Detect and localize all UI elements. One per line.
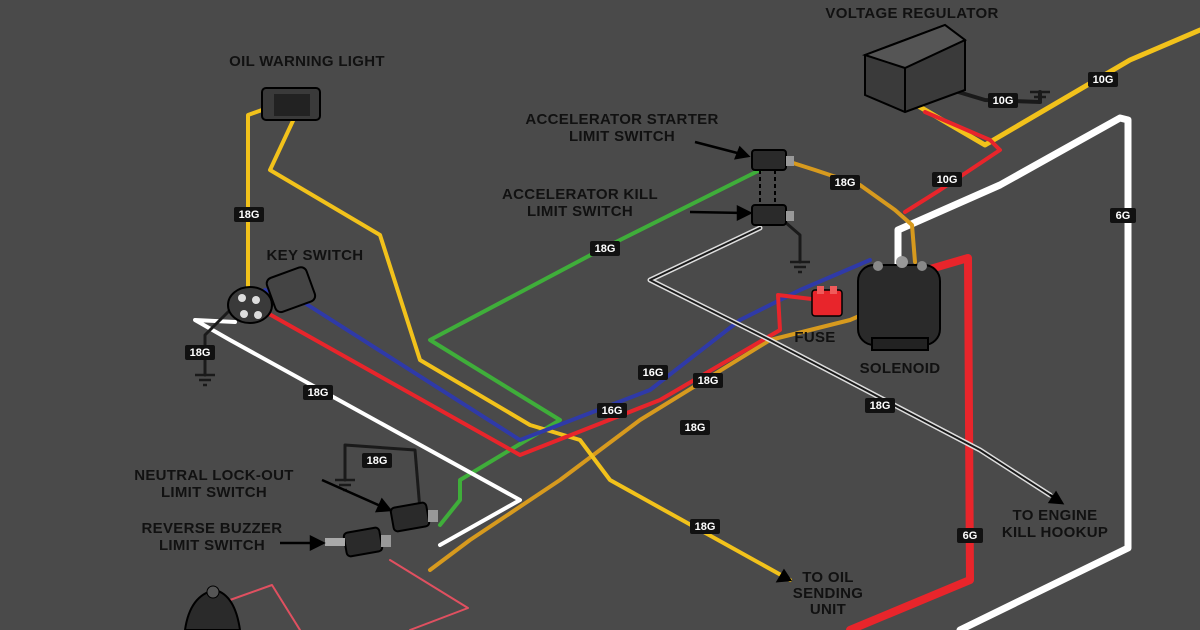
gauge-tag: 16G: [597, 403, 627, 418]
svg-text:18G: 18G: [239, 209, 260, 221]
svg-text:16G: 16G: [643, 367, 664, 379]
voltage-regulator: [861, 23, 967, 114]
label-accel-kill-1: ACCELERATOR KILL: [502, 186, 658, 203]
svg-text:18G: 18G: [835, 177, 856, 189]
gauge-tag: 10G: [932, 172, 962, 187]
neutral-lockout-limit-switch: [389, 501, 438, 533]
accelerator-kill-limit-switch: [751, 170, 794, 226]
ground-symbol: [195, 373, 215, 387]
label-oil-warning-light: OIL WARNING LIGHT: [229, 53, 385, 70]
svg-text:18G: 18G: [698, 375, 719, 387]
wire-black-neutral-ground: [343, 443, 422, 512]
wire-white-18g: [193, 318, 522, 547]
gauge-tag: 18G: [830, 175, 860, 190]
svg-text:16G: 16G: [602, 405, 623, 417]
gauge-tag: 18G: [590, 241, 620, 256]
label-engine-kill-1: TO ENGINE: [1013, 507, 1098, 524]
wire-orange-18g-starter: [788, 160, 917, 264]
wire-orange-18g-long: [428, 288, 922, 572]
label-key-switch: KEY SWITCH: [267, 247, 364, 264]
reverse-buzzer-limit-switch: [325, 526, 391, 558]
wire-yellow-18g-key: [246, 108, 264, 292]
gauge-tag: 6G: [1110, 208, 1136, 223]
fuse: [811, 286, 843, 317]
solenoid: [857, 256, 941, 351]
svg-text:18G: 18G: [308, 387, 329, 399]
wire-black-kill-ground: [783, 220, 802, 264]
wire-red-10g-regulator: [903, 110, 1002, 214]
gauge-tag: 16G: [638, 365, 668, 380]
label-accel-starter-1: ACCELERATOR STARTER: [525, 111, 718, 128]
label-accel-kill-2: LIMIT SWITCH: [527, 203, 633, 220]
gauge-tag: 18G: [185, 345, 215, 360]
gauge-tag: 6G: [957, 528, 983, 543]
gauge-tag: 10G: [1088, 72, 1118, 87]
wire-green-18g: [428, 168, 762, 527]
label-oil-sending-2: SENDING: [793, 585, 863, 602]
svg-text:10G: 10G: [937, 174, 958, 186]
label-reverse-2: LIMIT SWITCH: [159, 537, 265, 554]
svg-text:10G: 10G: [993, 95, 1014, 107]
label-fuse: FUSE: [794, 329, 835, 346]
wire-blue-16g: [263, 258, 872, 442]
wire-black-keyswitch-ground: [203, 303, 237, 377]
buzzer-partial: [183, 585, 242, 630]
wire-red-16g: [260, 293, 822, 457]
svg-text:18G: 18G: [870, 400, 891, 412]
gauge-tag: 18G: [690, 519, 720, 534]
label-reverse-1: REVERSE BUZZER: [142, 520, 283, 537]
wire-red-6g: [846, 254, 974, 630]
svg-text:6G: 6G: [1116, 210, 1131, 222]
label-neutral-2: LIMIT SWITCH: [161, 484, 267, 501]
label-voltage-regulator: VOLTAGE REGULATOR: [825, 5, 998, 22]
svg-text:18G: 18G: [685, 422, 706, 434]
label-solenoid: SOLENOID: [860, 360, 941, 377]
label-neutral-1: NEUTRAL LOCK-OUT: [134, 467, 294, 484]
wire-white-6g: [894, 114, 1132, 630]
svg-text:10G: 10G: [1093, 74, 1114, 86]
svg-text:18G: 18G: [367, 455, 388, 467]
pointer-arrows: [280, 140, 1065, 583]
gauge-tag: 18G: [865, 398, 895, 413]
gauge-tag: 18G: [303, 385, 333, 400]
svg-text:18G: 18G: [595, 243, 616, 255]
label-oil-sending-1: TO OIL: [802, 569, 854, 586]
gauge-tag: 10G: [988, 93, 1018, 108]
gauge-tag: 18G: [234, 207, 264, 222]
svg-text:18G: 18G: [190, 347, 211, 359]
oil-warning-light: [261, 87, 321, 121]
wire-pink-reverse: [389, 559, 469, 630]
ground-symbol: [790, 260, 810, 274]
gauge-tag: 18G: [693, 373, 723, 388]
accelerator-starter-limit-switch: [751, 149, 794, 171]
label-engine-kill-2: KILL HOOKUP: [1002, 524, 1108, 541]
svg-text:18G: 18G: [695, 521, 716, 533]
svg-text:6G: 6G: [963, 530, 978, 542]
label-oil-sending-3: UNIT: [810, 601, 846, 618]
key-switch: [227, 266, 317, 324]
wire-black-18g-kill-core: [649, 227, 1051, 496]
wire-yellow-18g-oil: [268, 93, 792, 582]
ground-symbol: [1030, 90, 1050, 104]
label-accel-starter-2: LIMIT SWITCH: [569, 128, 675, 145]
wire-pink-bottom: [229, 584, 301, 630]
gauge-tag: 18G: [680, 420, 710, 435]
gauge-tag: 18G: [362, 453, 392, 468]
